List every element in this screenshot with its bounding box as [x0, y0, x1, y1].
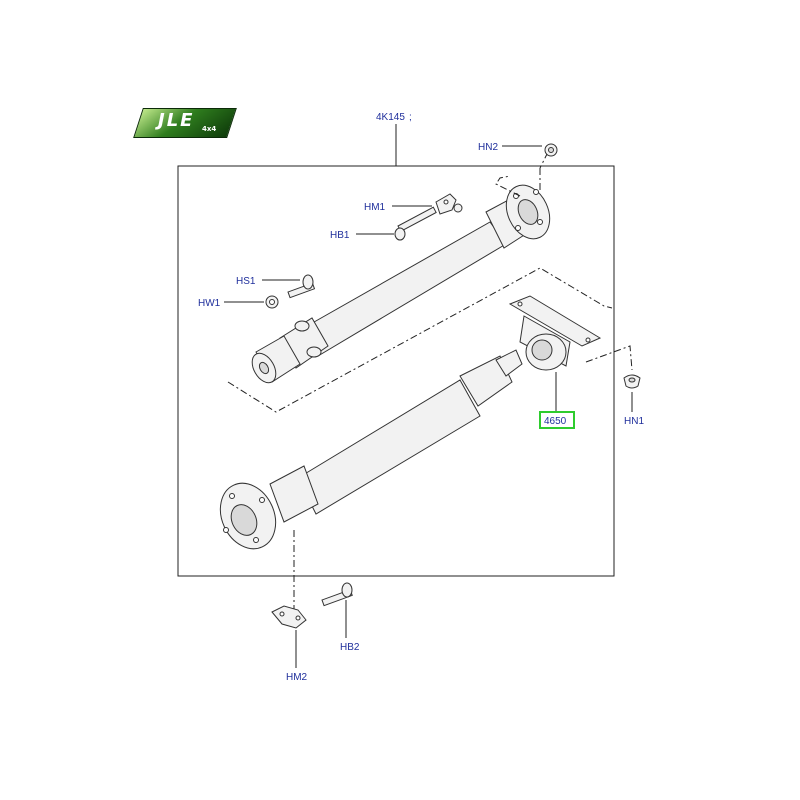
callout-4k145[interactable]: 4K145	[376, 112, 405, 123]
nut-hn2	[544, 143, 558, 157]
bolt-hb1	[394, 206, 437, 241]
front-propshaft	[251, 184, 551, 384]
callout-hb1[interactable]: HB1	[330, 230, 350, 241]
callout-4650[interactable]: 4650	[544, 416, 567, 427]
bolt-hs1	[287, 274, 316, 299]
callout-hm2[interactable]: HM2	[286, 672, 308, 683]
locking-plate-hm1	[435, 193, 463, 215]
rear-propshaft	[219, 349, 523, 550]
callout-hn1[interactable]: HN1	[624, 416, 644, 427]
callout-hb2[interactable]: HB2	[340, 642, 360, 653]
center-bearing	[508, 295, 602, 371]
callout-hw1[interactable]: HW1	[198, 298, 221, 309]
logo-text: JLE	[158, 110, 195, 131]
nut-hn1	[623, 374, 641, 389]
bolt-hb2	[321, 582, 353, 607]
callout-4650-highlight[interactable]	[539, 411, 575, 429]
callout-hs1[interactable]: HS1	[236, 276, 256, 287]
locking-plate-hm2	[271, 605, 307, 629]
callout-hn2[interactable]: HN2	[478, 142, 498, 153]
callout-hm1[interactable]: HM1	[364, 202, 386, 213]
callout-4k145-mark: ;	[409, 112, 412, 123]
washer-hw1	[265, 295, 279, 309]
logo-subtext: 4x4	[202, 125, 217, 133]
jle-logo: JLE 4x4	[133, 108, 237, 138]
